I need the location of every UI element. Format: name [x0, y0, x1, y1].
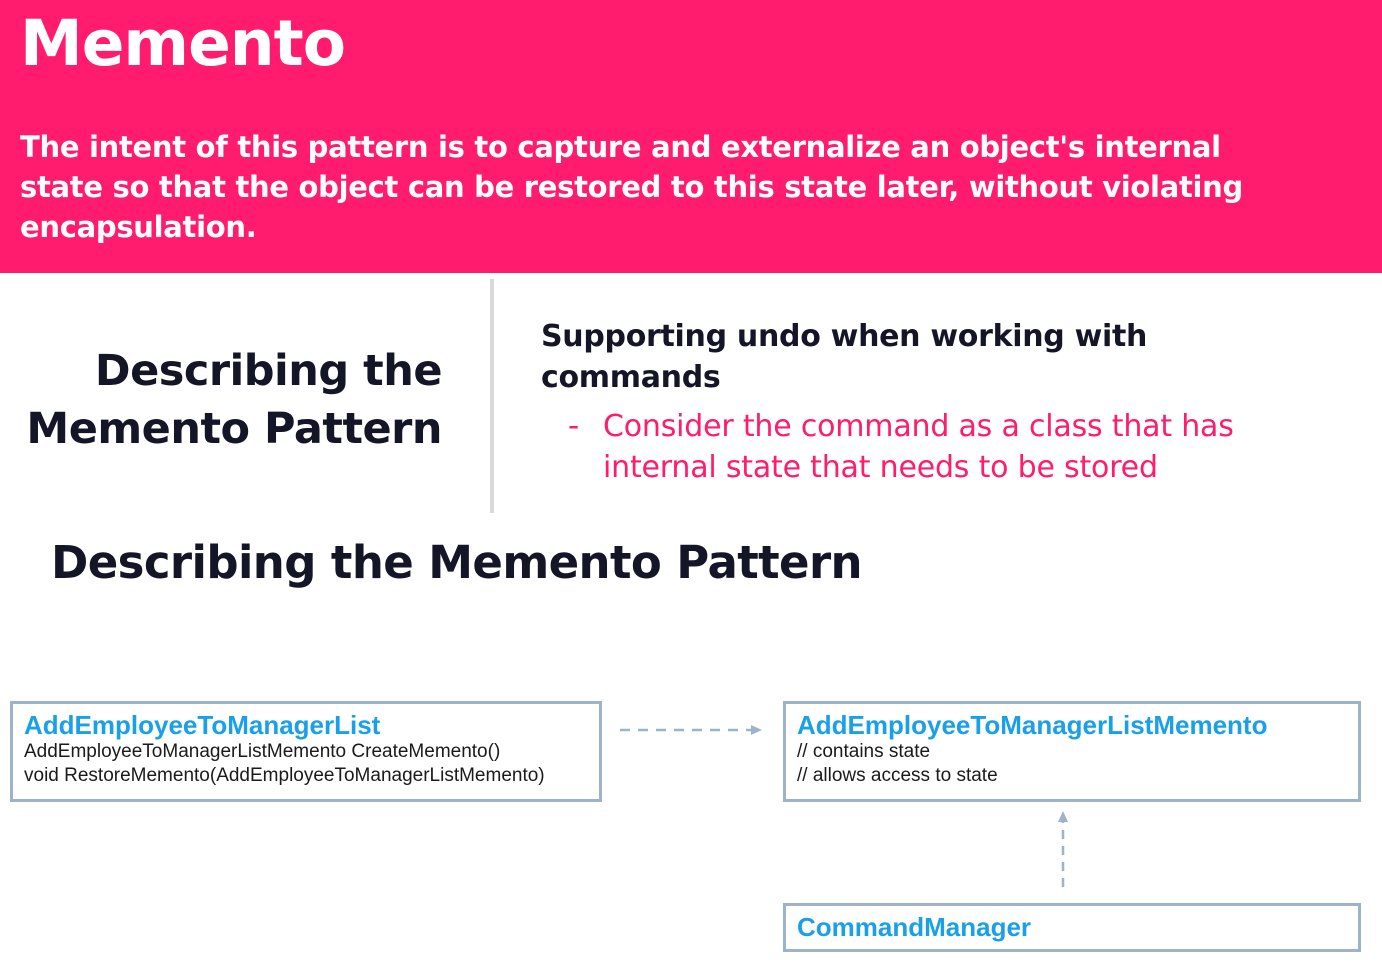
section-title-line-1: Describing the	[94, 346, 443, 396]
originator-method-create: AddEmployeeToManagerListMemento CreateMe…	[24, 741, 501, 762]
diagram-title: Describing the Memento Pattern	[51, 536, 863, 589]
section-title: Describing the Memento Pattern	[20, 342, 442, 458]
point-heading: Supporting undo when working with comman…	[541, 319, 1148, 395]
originator-class-name: AddEmployeeToManagerList	[24, 710, 381, 740]
pattern-intent: The intent of this pattern is to capture…	[20, 130, 1243, 244]
section-title-line-2: Memento Pattern	[26, 404, 442, 454]
memento-comment-access: // allows access to state	[797, 765, 998, 786]
memento-class-name: AddEmployeeToManagerListMemento	[797, 710, 1268, 740]
caretaker-class-name: CommandManager	[797, 912, 1032, 942]
header-banner: Memento The intent of this pattern is to…	[0, 0, 1382, 273]
dependency-arrow-originator-to-memento	[620, 725, 762, 735]
bullet-marker: -	[568, 408, 580, 444]
caretaker-class-box: CommandManager	[783, 903, 1361, 952]
vertical-divider	[490, 279, 494, 513]
slide-title: Memento	[20, 7, 346, 80]
memento-comment-state: // contains state	[797, 741, 931, 762]
memento-class-box: AddEmployeeToManagerListMemento // conta…	[783, 701, 1361, 802]
dependency-arrow-caretaker-to-memento	[1058, 811, 1068, 887]
bullet-text: Consider the command as a class that has…	[603, 409, 1234, 485]
originator-class-box: AddEmployeeToManagerList AddEmployeeToMa…	[10, 701, 602, 802]
originator-method-restore: void RestoreMemento(AddEmployeeToManager…	[24, 765, 545, 786]
